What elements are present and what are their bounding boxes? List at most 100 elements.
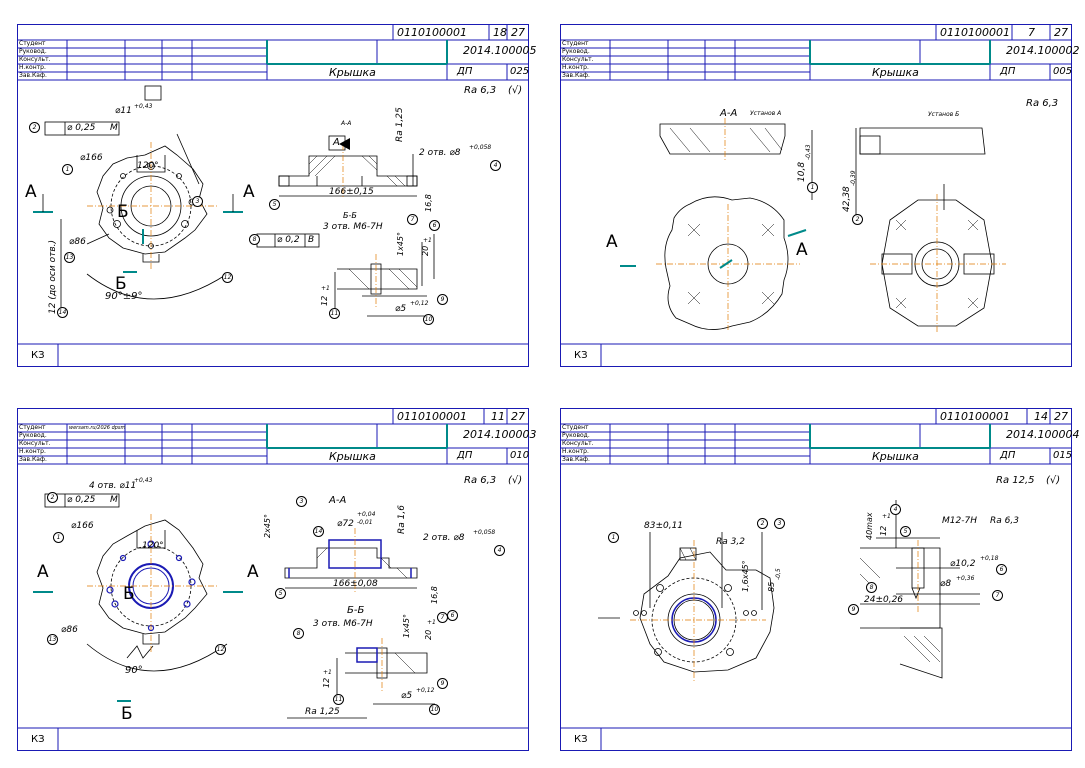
kz-label: КЗ — [31, 350, 45, 361]
dim-12-axis: 12 (до оси отв.) — [48, 239, 58, 314]
section-a-right: А — [247, 562, 259, 582]
position-tolerance: ⌀ 0,25 — [67, 495, 96, 505]
dim-12-tol: +1 — [323, 669, 332, 676]
setup-a: Установ А — [750, 110, 782, 117]
drawing-sheet-4: 0110100001 14 27 2014.100004 Крышка ДП 0… — [560, 408, 1079, 751]
balloon-6: 6 — [996, 564, 1007, 575]
roughness-note: Ra 6,3 — [464, 85, 497, 96]
section-aa-title: А-А — [341, 120, 352, 127]
student-author: wersam.ru/2026 dpsm — [69, 425, 126, 431]
role-norm-control: Н.контр. — [562, 448, 589, 455]
dim-12: 12 — [879, 525, 888, 536]
sheet-number: 18 — [493, 26, 507, 39]
setup-b: Установ Б — [928, 111, 960, 118]
balloon-7: 7 — [437, 612, 448, 623]
hole-tol: +0,43 — [134, 103, 153, 110]
balloon-1: 1 — [53, 532, 64, 543]
drawing-sheet-3: 0110100001 11 27 2014.100003 Крышка ДП 0… — [17, 408, 536, 751]
balloon-4: 4 — [494, 545, 505, 556]
sheet-number: 7 — [1028, 26, 1035, 39]
balloon-12: 12 — [215, 644, 226, 655]
chamfer-2x45: 2х45° — [263, 513, 272, 538]
dim-85: 85 — [767, 581, 776, 592]
balloon-1: 1 — [608, 532, 619, 543]
section-a-right: А — [243, 182, 255, 202]
dim-10-8-tol: -0,43 — [805, 144, 812, 160]
dim-166: 166±0,08 — [333, 579, 378, 589]
ra-63: Ra 6,3 — [990, 516, 1019, 526]
dia-72-tol: +0,04 — [357, 511, 376, 518]
section-a-left: А — [25, 182, 37, 202]
holes-2-dia8: 2 отв. ⌀8 — [419, 148, 461, 158]
role-head-dept: Зав.Каф. — [19, 456, 47, 463]
dim-20-tol: +1 — [423, 237, 432, 244]
dim-20: 20 — [421, 245, 430, 256]
dia-166: ⌀166 — [71, 521, 94, 531]
part-name: Крышка — [329, 66, 376, 79]
role-student: Студент — [19, 40, 46, 47]
part-name: Крышка — [329, 450, 376, 463]
role-head-dept: Зав.Каф. — [19, 72, 47, 79]
dim-24: 24±0,26 — [864, 595, 904, 605]
holes-2-dia8: 2 отв. ⌀8 — [423, 533, 465, 543]
balloon-5: 5 — [275, 588, 286, 599]
balloon-7: 7 — [407, 214, 418, 225]
dim-12-tol: +1 — [321, 285, 330, 292]
dim-42-38-tol: -0,39 — [850, 170, 857, 186]
litera: ДП — [1000, 450, 1016, 461]
balloon-2: 2 — [47, 492, 58, 503]
role-consultant: Консульт. — [562, 56, 594, 63]
role-norm-control: Н.контр. — [562, 64, 589, 71]
chamfer-1-6: 1,6х45° — [741, 560, 750, 592]
balloon-2: 2 — [852, 214, 863, 225]
position-tolerance: ⌀ 0,25 — [67, 123, 96, 133]
roughness-note: Ra 6,3 — [1026, 98, 1059, 109]
role-supervisor: Руковод. — [19, 48, 47, 55]
role-student: Студент — [562, 424, 589, 431]
section-a-left: А — [37, 562, 49, 582]
doc-code: 0110100001 — [397, 26, 467, 39]
thread-m12: М12-7Н — [942, 516, 977, 526]
balloon-9: 9 — [437, 294, 448, 305]
balloon-8: 8 — [866, 582, 877, 593]
role-head-dept: Зав.Каф. — [562, 72, 590, 79]
sheet-number: 11 — [491, 410, 505, 423]
dia-5-tol: +0,12 — [410, 300, 429, 307]
balloon-14: 14 — [313, 526, 324, 537]
thread-note: 3 отв. М6-7Н — [323, 222, 383, 232]
part-name: Крышка — [872, 450, 919, 463]
litera: ДП — [457, 66, 473, 77]
dia-10-2: ⌀10,2 — [950, 559, 976, 569]
dim-16-8: 16,8 — [424, 194, 433, 212]
kz-label: КЗ — [574, 734, 588, 745]
dim-20: 20 — [424, 629, 433, 640]
balloon-4: 4 — [490, 160, 501, 171]
dia-72: ⌀72 — [337, 519, 354, 529]
role-supervisor: Руковод. — [562, 48, 590, 55]
part-name: Крышка — [872, 66, 919, 79]
drawing-number: 2014.100003 — [463, 428, 537, 441]
role-supervisor: Руковод. — [19, 432, 47, 439]
operation-code: 005 — [1053, 66, 1073, 77]
dim-40max: 40max — [865, 512, 874, 540]
drawing-sheet-2: 0110100001 7 27 2014.100002 Крышка ДП 00… — [560, 24, 1079, 367]
dia-72-tol-low: -0,01 — [357, 519, 373, 526]
datum-b: В — [308, 235, 315, 245]
litera: ДП — [457, 450, 473, 461]
sheet-2-graphics — [560, 24, 1072, 367]
section-a-left: А — [606, 232, 618, 252]
role-norm-control: Н.контр. — [19, 448, 46, 455]
role-head-dept: Зав.Каф. — [562, 456, 590, 463]
holes-4-tol: +0,43 — [134, 477, 153, 484]
balloon-13: 13 — [64, 252, 75, 263]
sheet-1-graphics — [17, 24, 529, 367]
section-aa-title: А-А — [720, 108, 738, 119]
dim-85-tol: -0,5 — [775, 568, 782, 580]
holes-4-dia11: 4 отв. ⌀11 — [89, 481, 137, 491]
section-bb-title: Б-Б — [347, 605, 365, 616]
dim-20-tol: +1 — [427, 619, 436, 626]
balloon-1: 1 — [807, 182, 818, 193]
sheets-total: 27 — [511, 26, 525, 39]
holes-2-tol: +0,058 — [473, 529, 496, 536]
litera: ДП — [1000, 66, 1016, 77]
